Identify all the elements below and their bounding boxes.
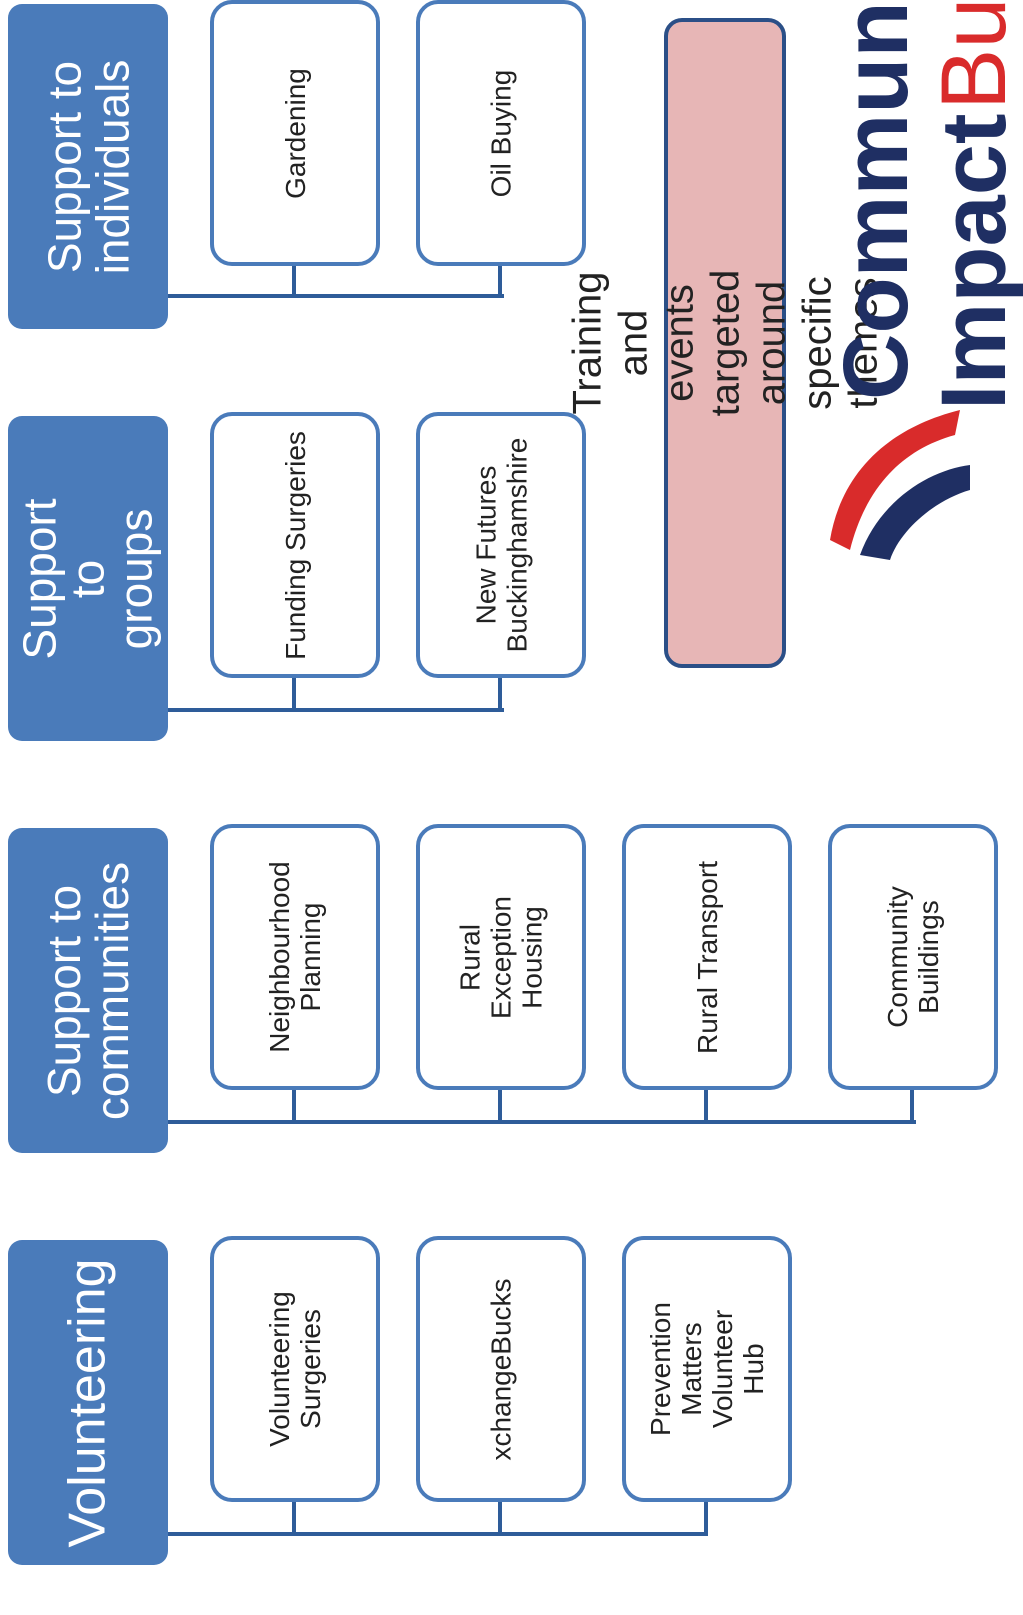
logo-text-line3: Buc (923, 0, 1023, 110)
connector-volunteering-3 (704, 1500, 708, 1534)
logo-swoosh-icon (830, 410, 970, 560)
connector-groups-bus (168, 708, 504, 712)
connector-volunteering-2 (498, 1500, 502, 1534)
box-funding-surgeries: Funding Surgeries (210, 412, 380, 678)
logo-text-line2: Impact (923, 113, 1023, 410)
box-gardening: Gardening (210, 0, 380, 266)
box-rural-exception-housing-label: Rural Exception Housing (454, 887, 548, 1019)
box-neighbourhood-planning-label: Neighbourhood Planning (264, 861, 326, 1053)
connector-communities-3 (704, 1088, 708, 1122)
box-prevention-matters-label: Prevention Matters Volunteer Hub (645, 1302, 769, 1436)
header-groups: Support to groups (8, 416, 168, 741)
box-gardening-label: Gardening (279, 67, 311, 199)
connector-volunteering-bus (168, 1532, 708, 1536)
training-note: Training and events targeted around spec… (565, 18, 885, 668)
header-communities-label: Support to communities (38, 861, 138, 1120)
connector-individuals-2 (498, 264, 502, 296)
box-prevention-matters: Prevention Matters Volunteer Hub (622, 1236, 792, 1502)
box-neighbourhood-planning: Neighbourhood Planning (210, 824, 380, 1090)
box-funding-surgeries-label: Funding Surgeries (279, 430, 311, 660)
box-oil-buying-label: Oil Buying (485, 69, 517, 197)
box-community-buildings-label: Community Buildings (882, 886, 944, 1028)
logo-text-line1: Commun (825, 1, 927, 400)
connector-communities-2 (498, 1088, 502, 1122)
header-volunteering: Volunteering (8, 1240, 168, 1565)
connector-individuals-bus (168, 294, 504, 298)
box-volunteering-surgeries-label: Volunteering Surgeries (264, 1291, 326, 1447)
header-volunteering-label: Volunteering (59, 1257, 117, 1548)
header-individuals: Support to individuals (8, 4, 168, 329)
box-xchangebucks: xchangeBucks (416, 1236, 586, 1502)
connector-communities-1 (292, 1088, 296, 1122)
box-rural-transport-label: Rural Transport (691, 860, 723, 1054)
connector-communities-bus (168, 1120, 916, 1124)
box-rural-exception-housing: Rural Exception Housing (416, 824, 586, 1090)
connector-groups-1 (292, 676, 296, 710)
box-community-buildings: Community Buildings (828, 824, 998, 1090)
community-impact-bucks-logo: Commun Impact Buc (820, 0, 1023, 560)
connector-volunteering-1 (292, 1500, 296, 1534)
connector-groups-2 (498, 676, 502, 710)
header-communities: Support to communities (8, 828, 168, 1153)
box-oil-buying: Oil Buying (416, 0, 586, 266)
box-new-futures-label: New Futures Buckinghamshire (470, 437, 532, 653)
box-rural-transport: Rural Transport (622, 824, 792, 1090)
box-new-futures: New Futures Buckinghamshire (416, 412, 586, 678)
header-individuals-label: Support to individuals (38, 59, 139, 274)
connector-individuals-1 (292, 264, 296, 296)
box-volunteering-surgeries: Volunteering Surgeries (210, 1236, 380, 1502)
box-xchangebucks-label: xchangeBucks (485, 1277, 517, 1461)
header-groups-label: Support to groups (14, 497, 162, 660)
connector-communities-4 (910, 1088, 914, 1122)
